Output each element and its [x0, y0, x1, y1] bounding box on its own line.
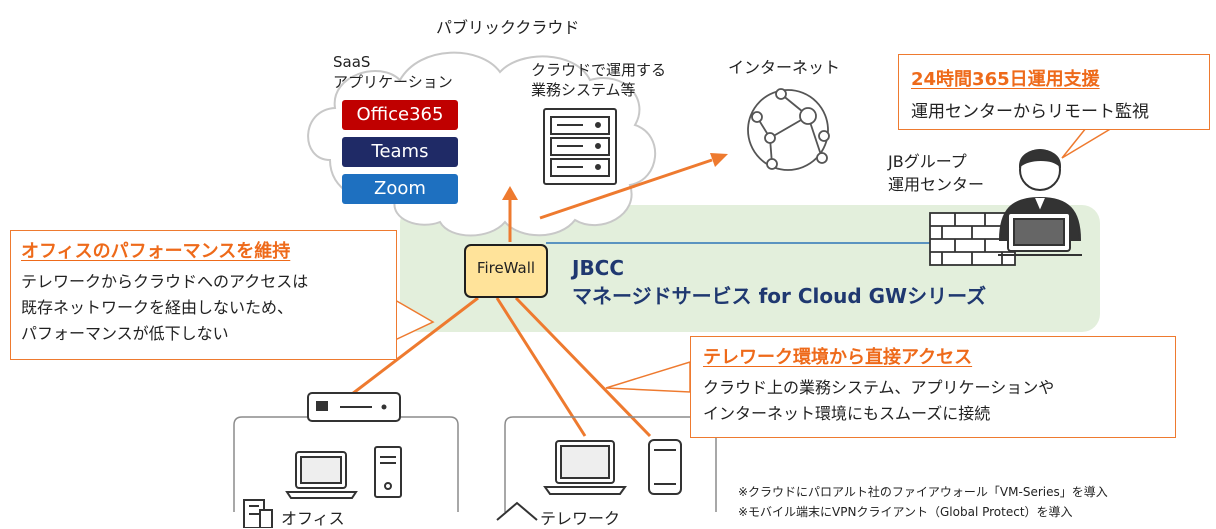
- saas-app-zoom: Zoom: [342, 174, 458, 204]
- operations-center-line1: JBグループ: [888, 152, 967, 171]
- saas-app-office365: Office365: [342, 100, 458, 130]
- telework-site-label: テレワーク: [540, 509, 621, 528]
- support-callout-body: 運用センターからリモート監視: [911, 102, 1149, 122]
- saas-app-teams: Teams: [342, 137, 458, 167]
- telework-callout-tail: [605, 360, 691, 393]
- gateway-appliance-icon: [307, 392, 401, 422]
- internet-network-icon: [747, 88, 830, 171]
- operations-center-line2: 運用センター: [888, 175, 985, 194]
- support-callout-tail: [1061, 127, 1115, 159]
- cloud-system-label: クラウドで運用する 業務システム等: [531, 60, 666, 100]
- office-desktop-icon: [374, 446, 402, 498]
- arrow-to-internet: [539, 158, 713, 220]
- server-rack-icon: [543, 108, 617, 185]
- link-firewall-office: [351, 296, 479, 396]
- support-callout: 24時間365日運用支援 運用センターからリモート監視: [898, 54, 1210, 130]
- footnote-1: ※クラウドにパロアルト社のファイアウォール「VM-Series」を導入: [738, 485, 1108, 499]
- office-callout-body: テレワークからクラウドへのアクセスは 既存ネットワークを経由しないため、 パフォ…: [21, 269, 308, 347]
- saas-title-line1: SaaS: [333, 53, 371, 71]
- saas-title-line2: アプリケーション: [333, 73, 453, 91]
- telework-callout-title: テレワーク環境から直接アクセス: [703, 347, 973, 368]
- arrow-to-internet-head: [710, 153, 728, 167]
- office-callout-line2: 既存ネットワークを経由しないため、: [21, 298, 294, 317]
- house-icon: [496, 501, 538, 521]
- office-laptop-icon: [285, 451, 358, 499]
- service-name-line1: JBCC: [572, 256, 625, 280]
- operations-center-label: JBグループ 運用センター: [888, 150, 984, 196]
- office-callout: オフィスのパフォーマンスを維持 テレワークからクラウドへのアクセスは 既存ネット…: [10, 230, 397, 360]
- link-firewall-phone: [514, 296, 652, 438]
- office-callout-line1: テレワークからクラウドへのアクセスは: [21, 272, 309, 291]
- firewall-node: FireWall: [464, 244, 548, 298]
- saas-title: SaaS アプリケーション: [333, 52, 453, 92]
- support-callout-title: 24時間365日運用支援: [911, 69, 1100, 90]
- smartphone-icon: [648, 439, 682, 495]
- office-building-icon: [243, 499, 273, 528]
- telework-callout-body: クラウド上の業務システム、アプリケーションや インターネット環境にもスムーズに接…: [703, 375, 1054, 427]
- telework-callout: テレワーク環境から直接アクセス クラウド上の業務システム、アプリケーションや イ…: [690, 336, 1176, 438]
- service-band: [400, 205, 1100, 332]
- service-name-line2: マネージドサービス for Cloud GWシリーズ: [572, 284, 987, 308]
- internet-label: インターネット: [728, 58, 841, 77]
- telework-callout-line2: インターネット環境にもスムーズに接続: [703, 404, 991, 423]
- office-callout-line3: パフォーマンスが低下しない: [21, 324, 229, 343]
- link-firewall-laptop: [495, 297, 587, 437]
- office-callout-title: オフィスのパフォーマンスを維持: [21, 241, 291, 262]
- telework-callout-line1: クラウド上の業務システム、アプリケーションや: [703, 378, 1055, 397]
- office-site-label: オフィス: [281, 509, 345, 528]
- telework-laptop-icon: [543, 440, 627, 495]
- cloud-system-line2: 業務システム等: [531, 81, 636, 99]
- cloud-system-line1: クラウドで運用する: [531, 61, 667, 79]
- operator-person-icon: [998, 149, 1082, 256]
- service-name: JBCC マネージドサービス for Cloud GWシリーズ: [572, 254, 986, 310]
- cloud-title: パブリッククラウド: [436, 18, 580, 37]
- footnote-2: ※モバイル端末にVPNクライアント（Global Protect）を導入: [738, 505, 1073, 519]
- arrow-to-cloud-head: [502, 186, 518, 200]
- footnotes: ※クラウドにパロアルト社のファイアウォール「VM-Series」を導入 ※モバイ…: [738, 482, 1108, 522]
